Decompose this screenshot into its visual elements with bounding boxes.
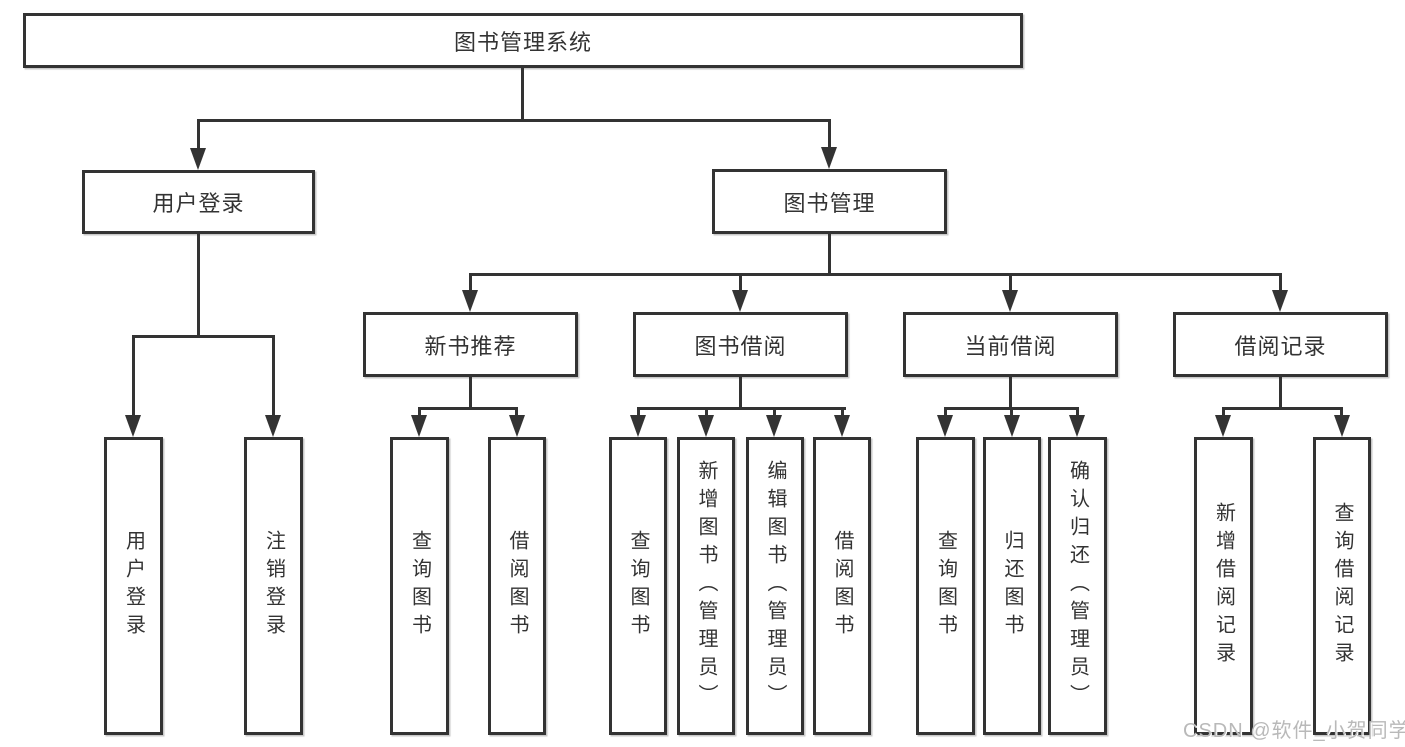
leaf-logout: 注销登录 [244,437,303,735]
csdn-watermark: CSDN @软件_小贺同学 [1183,720,1405,742]
arrow-down-icon [766,415,782,437]
connector-line [418,407,518,410]
connector-line [739,273,742,292]
arrow-down-icon [265,415,281,437]
leaf-record-query-borrow-record: 查询借阅记录 [1313,437,1371,735]
leaf-label: 新增借阅记录 [1212,502,1235,670]
arrow-down-icon [630,415,646,437]
connector-line [773,407,776,419]
node-label: 当前借阅 [964,333,1057,359]
node-label: 图书管理 [783,190,876,216]
leaf-label: 查询图书 [408,530,431,642]
leaf-label: 注销登录 [262,530,285,642]
leaf-label: 编辑图书（管理员） [764,460,786,712]
connector-line [521,68,524,122]
arrow-down-icon [821,147,837,169]
node-current-borrow: 当前借阅 [903,312,1118,377]
connector-line [1340,407,1343,419]
arrow-down-icon [509,415,525,437]
connector-line [739,377,742,409]
leaf-label: 查询图书 [934,530,957,642]
arrow-down-icon [698,415,714,437]
arrow-down-icon [1004,415,1020,437]
leaf-newbook-borrow-books: 借阅图书 [488,437,546,735]
leaf-label: 新增图书（管理员） [695,460,717,712]
arrow-down-icon [1334,415,1350,437]
leaf-newbook-query-books: 查询图书 [390,437,449,735]
arrow-down-icon [1215,415,1231,437]
connector-line [1076,407,1079,419]
connector-line [197,119,831,122]
connector-line [418,407,421,419]
connector-line [828,234,831,276]
arrow-down-icon [1069,415,1085,437]
connector-line [1009,377,1012,409]
connector-line [1009,273,1012,292]
node-label: 图书借阅 [694,333,787,359]
connector-line [132,335,274,338]
leaf-label: 用户登录 [122,530,145,642]
leaf-label: 归还图书 [1001,530,1023,642]
connector-line [469,273,472,292]
leaf-label: 查询图书 [627,530,649,642]
connector-line [637,407,846,410]
leaf-user-login: 用户登录 [104,437,163,735]
node-book-borrow: 图书借阅 [633,312,848,377]
node-book-management: 图书管理 [712,169,947,234]
connector-line [1222,407,1225,419]
node-user-login: 用户登录 [82,170,315,234]
arrow-down-icon [732,290,748,312]
arrow-down-icon [834,415,850,437]
leaf-current-return-books: 归还图书 [983,437,1041,735]
leaf-borrow-query-books: 查询图书 [609,437,667,735]
leaf-borrow-edit-books-admin: 编辑图书（管理员） [746,437,804,735]
leaf-current-confirm-return-admin: 确认归还（管理员） [1048,437,1107,735]
arrow-down-icon [1272,290,1288,312]
connector-line [705,407,708,419]
connector-line [1010,407,1013,419]
leaf-borrow-add-books-admin: 新增图书（管理员） [677,437,735,735]
connector-line [637,407,640,419]
arrow-down-icon [125,415,141,437]
arrow-down-icon [937,415,953,437]
connector-line [944,407,947,419]
node-borrow-record: 借阅记录 [1173,312,1388,377]
leaf-label: 借阅图书 [506,530,528,642]
node-root-library-system: 图书管理系统 [23,13,1023,68]
leaf-label: 借阅图书 [831,530,853,642]
leaf-record-add-borrow-record: 新增借阅记录 [1194,437,1253,735]
connector-line [272,335,275,417]
arrow-down-icon [1002,290,1018,312]
connector-line [469,377,472,409]
leaf-label: 确认归还（管理员） [1066,460,1089,712]
node-new-book-recommend: 新书推荐 [363,312,578,377]
connector-line [841,407,844,419]
connector-line [1222,407,1343,410]
leaf-label: 查询借阅记录 [1331,502,1353,670]
arrow-down-icon [411,415,427,437]
arrow-down-icon [190,148,206,170]
node-label: 用户登录 [152,191,245,216]
node-label: 新书推荐 [424,333,517,359]
node-label: 图书管理系统 [453,29,592,55]
connector-line [132,335,135,417]
connector-line [515,407,518,419]
connector-line [197,119,200,150]
arrow-down-icon [462,290,478,312]
leaf-borrow-borrow-books: 借阅图书 [813,437,871,735]
leaf-current-query-books: 查询图书 [916,437,975,735]
connector-line [1279,377,1282,409]
connector-line [469,273,1281,276]
connector-line [197,234,200,338]
connector-line [1279,273,1282,292]
node-label: 借阅记录 [1234,333,1327,359]
connector-line [828,119,831,149]
